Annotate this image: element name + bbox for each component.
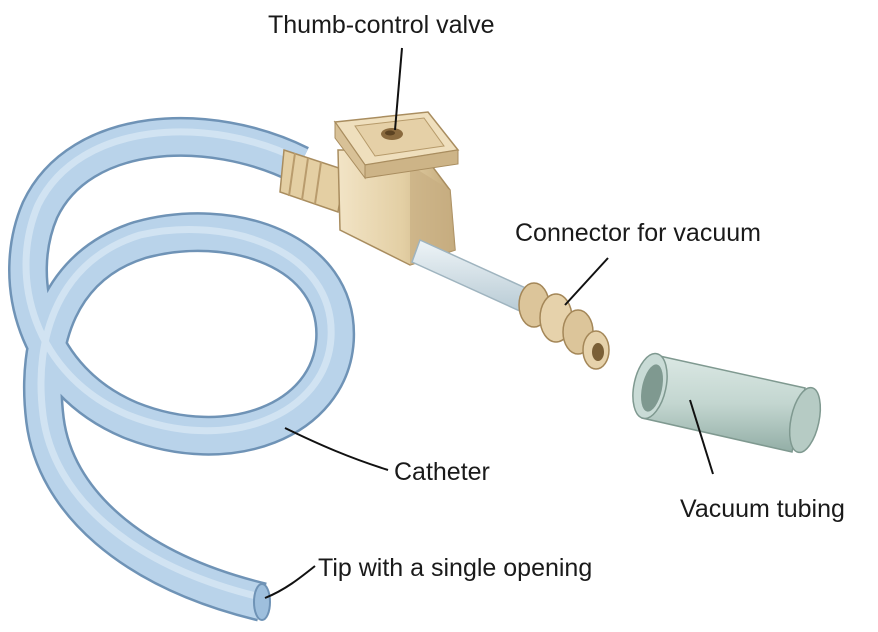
thumb-control-valve <box>333 111 460 266</box>
label-catheter: Catheter <box>394 458 490 486</box>
label-vacuum-tubing: Vacuum tubing <box>680 495 845 523</box>
leader-catheter <box>284 427 389 471</box>
leader-thumb-valve <box>394 47 403 131</box>
leader-vacuum-tubing <box>689 399 714 475</box>
leader-tip <box>264 565 316 599</box>
leader-connector <box>564 257 609 306</box>
catheter-nozzle <box>279 148 346 213</box>
vacuum-connector <box>518 282 610 370</box>
label-connector-for-vacuum: Connector for vacuum <box>515 219 761 247</box>
catheter-tube <box>8 116 356 622</box>
label-thumb-control-valve: Thumb-control valve <box>268 11 494 39</box>
catheter-tip <box>253 583 271 621</box>
vacuum-tubing <box>632 352 822 454</box>
valve-stem <box>411 238 531 314</box>
label-tip-single-opening: Tip with a single opening <box>318 554 592 582</box>
